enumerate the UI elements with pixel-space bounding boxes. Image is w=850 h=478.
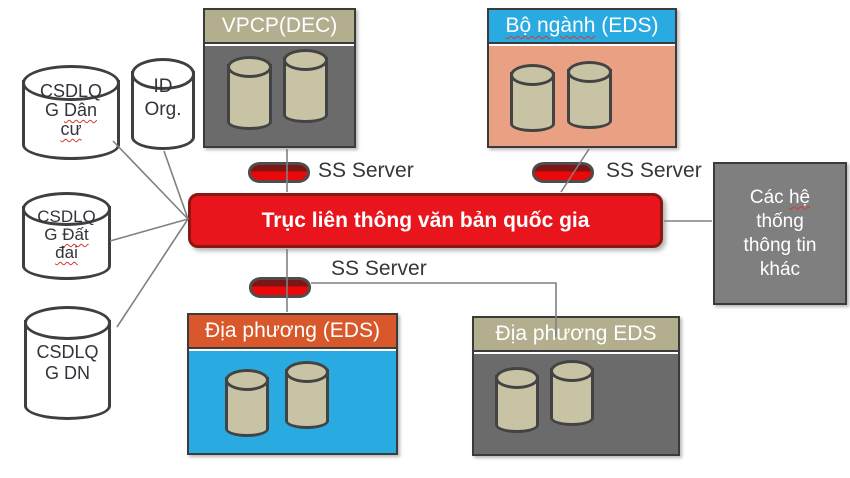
- label-line: thông tin: [743, 234, 817, 256]
- bo-nganh-box-title: Bộ ngành (EDS): [505, 14, 659, 37]
- dia-phuong-eds2-box: Địa phương EDS: [472, 316, 680, 456]
- dia-phuong-eds-box-title: Địa phương (EDS): [205, 319, 380, 342]
- database-id-org-label: ID Org.: [134, 71, 192, 121]
- label-line: đai: [55, 243, 78, 262]
- dia-phuong-eds-box-body: [189, 351, 396, 453]
- database-cylinder-icon: [283, 49, 328, 123]
- database-csdlqg-dat-dai-label: CSDLQ G Đất đai: [25, 206, 108, 262]
- label-line: CSDLQ: [37, 207, 96, 226]
- ss-server-disk-icon: [532, 162, 594, 183]
- label-line: Các hệ: [749, 186, 811, 208]
- vpcp-box-header: VPCP(DEC): [205, 10, 354, 44]
- database-cylinder-icon: [225, 369, 269, 437]
- ss-server-label: SS Server: [331, 257, 427, 280]
- database-csdlqg-dat-dai-icon: CSDLQ G Đất đai: [22, 192, 111, 280]
- ss-server-disk-icon: [248, 162, 310, 183]
- label-line: G Dân: [44, 100, 98, 120]
- label-line: ID: [153, 76, 173, 97]
- database-cylinder-icon: [550, 360, 594, 426]
- vpcp-box: VPCP(DEC): [203, 8, 356, 148]
- database-csdlqg-dn-label: CSDLQ G DN: [27, 320, 108, 384]
- vpcp-box-body: [205, 46, 354, 146]
- other-information-systems-box: Các hệ thống thông tin khác: [713, 162, 847, 305]
- connector-line: [112, 140, 189, 220]
- ss-server-disk-icon: [249, 277, 311, 298]
- label-line: G Đất: [44, 225, 89, 244]
- database-csdlqg-dn-icon: CSDLQ G DN: [24, 306, 111, 420]
- dia-phuong-eds2-box-body: [474, 354, 678, 454]
- database-cylinder-icon: [510, 64, 555, 132]
- database-id-org-icon: ID Org.: [131, 58, 195, 150]
- label-line: G DN: [45, 363, 90, 383]
- dia-phuong-eds-box: Địa phương (EDS): [187, 313, 398, 455]
- connector-line: [109, 218, 189, 242]
- dia-phuong-eds2-box-title: Địa phương EDS: [495, 322, 657, 345]
- label-line: cư: [60, 119, 82, 139]
- dia-phuong-eds2-box-header: Địa phương EDS: [474, 318, 678, 352]
- bo-nganh-box-header: Bộ ngành (EDS): [489, 10, 675, 44]
- connector-line: [116, 218, 189, 328]
- dia-phuong-eds-box-header: Địa phương (EDS): [189, 315, 396, 349]
- database-cylinder-icon: [285, 361, 329, 429]
- database-cylinder-icon: [567, 61, 612, 129]
- ss-server-label: SS Server: [318, 159, 414, 182]
- bo-nganh-box: Bộ ngành (EDS): [487, 8, 677, 148]
- database-csdlqg-dan-cu-label: CSDLQ G Dân cư: [25, 80, 117, 139]
- label-line: CSDLQ: [39, 81, 102, 101]
- label-line: Org.: [144, 99, 182, 120]
- database-cylinder-icon: [227, 56, 272, 130]
- ss-server-label: SS Server: [606, 159, 702, 182]
- label-line: CSDLQ: [36, 342, 99, 362]
- label-line: thống: [756, 210, 804, 232]
- database-cylinder-icon: [495, 367, 539, 433]
- bus-title: Trục liên thông văn bản quốc gia: [261, 208, 590, 232]
- database-csdlqg-dan-cu-icon: CSDLQ G Dân cư: [22, 65, 120, 160]
- national-document-exchange-bus: Trục liên thông văn bản quốc gia: [188, 193, 663, 248]
- bo-nganh-box-body: [489, 46, 675, 146]
- vpcp-box-title: VPCP(DEC): [221, 14, 338, 37]
- connector-line: [163, 150, 189, 220]
- label-line: khác: [759, 258, 801, 280]
